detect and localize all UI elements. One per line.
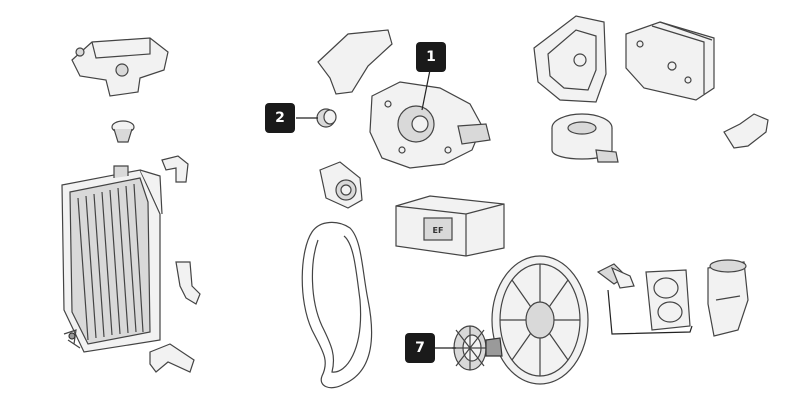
pump-seal (316, 108, 337, 128)
temperature-sensor (596, 263, 635, 289)
pump-back-plate (317, 29, 393, 95)
expansion-tank (71, 37, 169, 97)
outlet-gasket (645, 269, 691, 331)
callout-2: 2 (265, 103, 295, 133)
coolant-outlet (707, 259, 749, 337)
radiator (61, 165, 163, 353)
elbow-hose (723, 113, 769, 149)
leader-1 (421, 69, 431, 111)
oil-filter-housing (551, 113, 619, 163)
drain-plug (63, 329, 81, 349)
drive-belt (301, 221, 373, 389)
hose-lower (149, 343, 195, 373)
oil-cooler-gasket (533, 15, 607, 103)
connector-line (607, 289, 693, 335)
thermostat (319, 161, 363, 209)
hose-middle (175, 261, 201, 305)
kit-box (395, 195, 505, 257)
hose-upper (161, 155, 189, 183)
water-pump (369, 81, 491, 169)
callout-7: 7 (405, 333, 435, 363)
box-logo: EF (433, 226, 444, 235)
oil-cooler-core (625, 21, 715, 101)
callout-1: 1 (416, 42, 446, 72)
radiator-cap (111, 120, 135, 143)
cooling-fan (491, 255, 589, 385)
